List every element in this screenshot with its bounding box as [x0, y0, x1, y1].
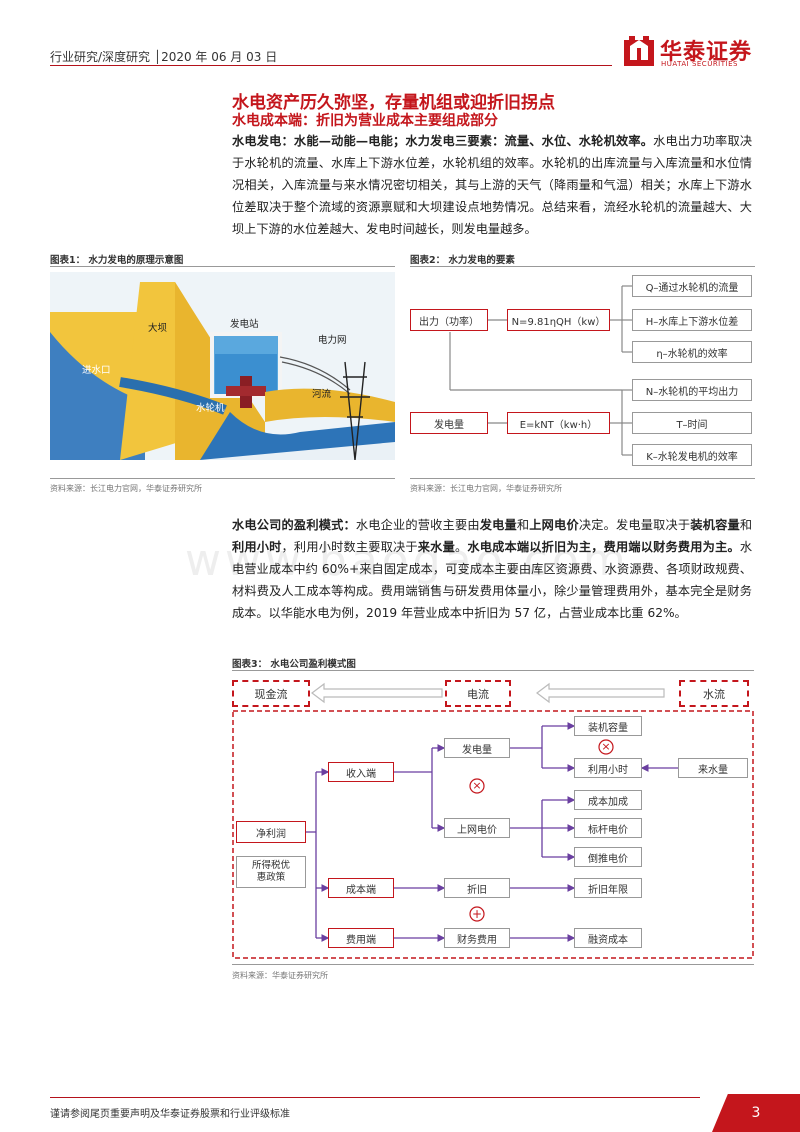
head-h-box: H–水库上下游水位差: [632, 309, 752, 331]
finance-fee-box: 财务费用: [444, 928, 510, 948]
para2-s2: 水电企业的营收主要由: [355, 518, 480, 532]
flow-q-box: Q–通过水轮机的流量: [632, 275, 752, 297]
fig3-title: 图表3： 水电公司盈利模式图: [232, 659, 356, 670]
fig2-connectors: [449, 285, 632, 456]
logo: 华泰证券 HUATAI SECURITIES: [624, 36, 764, 72]
para2-s8: 和: [739, 518, 753, 532]
footer-disclaimer: 谨请参阅尾页重要声明及华泰证券股票和行业评级标准: [50, 1109, 290, 1120]
energy-formula-box: E=kNT（kw·h）: [507, 412, 610, 434]
fig3-bottom-line: [232, 964, 754, 965]
revenue-box: 收入端: [328, 762, 394, 782]
fig1-bottom-line: [50, 478, 395, 479]
header-divider: [50, 65, 612, 66]
fig2-title-line: [410, 266, 755, 267]
label-dam: 大坝: [148, 323, 168, 334]
fig3-connectors: [232, 682, 754, 959]
para2-s12: 。: [454, 540, 468, 554]
price-box: 上网电价: [444, 818, 510, 838]
power-formula-box: N=9.81ηQH（kw）: [507, 309, 610, 331]
water-box: 来水量: [678, 758, 748, 778]
section-subtitle: 水电成本端：折旧为营业成本主要组成部分: [232, 113, 498, 129]
fig3-source: 资料来源：华泰证券研究所: [232, 971, 328, 980]
page-number: 3: [712, 1094, 800, 1132]
label-intake: 进水口: [82, 365, 111, 376]
efficiency-eta-box: η–水轮机的效率: [632, 341, 752, 363]
paragraph-profit-model: 水电公司的盈利模式：水电企业的营收主要由发电量和上网电价决定。发电量取决于装机容…: [232, 514, 752, 624]
para1-rest: 水电出力功率取决于水轮机的流量、水库上下游水位差，水轮机组的效率。水轮机的出库流…: [232, 134, 753, 236]
energy-box: 发电量: [410, 412, 488, 434]
backcalc-price-box: 倒推电价: [574, 847, 642, 867]
para2-s5: 上网电价: [529, 518, 579, 532]
times-sign-2: ×: [601, 740, 611, 753]
footer-divider: [50, 1097, 700, 1098]
fig3-diagram: × × + 现金流 电流 水流 净利润 所得税优 惠政策 收入端 成本端 费用端…: [232, 676, 754, 960]
para2-s6: 决定。发电量取决于: [578, 518, 691, 532]
label-river: 河流: [312, 389, 332, 400]
para2-s3: 发电量: [479, 518, 517, 532]
para1-bold: 水电发电：水能—动能—电能；水力发电三要素：流量、水位、水轮机效率。: [232, 134, 654, 148]
header-text: 行业研究/深度研究 │2020 年 06 月 03 日: [50, 50, 278, 64]
fig1-source: 资料来源：长江电力官网，华泰证券研究所: [50, 484, 202, 493]
label-turbine: 水轮机: [196, 403, 225, 414]
para2-s7: 装机容量: [690, 518, 740, 532]
huatai-logo-icon: [624, 36, 654, 66]
paragraph-hydro-principle: 水电发电：水能—动能—电能；水力发电三要素：流量、水位、水轮机效率。水电出力功率…: [232, 130, 752, 240]
para2-s14: 水电营业成本中约 60%+来自固定成本，可变成本主要由库区资源费、水资源费、各项…: [232, 540, 753, 620]
water-flow-box: 水流: [679, 680, 749, 707]
para2-s10: ，利用小时数主要取决于: [281, 540, 418, 554]
net-profit-box: 净利润: [236, 821, 306, 843]
generation-box: 发电量: [444, 738, 510, 758]
para2-s4: 和: [516, 518, 530, 532]
fig1-title: 图表1： 水力发电的原理示意图: [50, 255, 184, 266]
time-t-box: T–时间: [632, 412, 752, 434]
depreciation-box: 折旧: [444, 878, 510, 898]
times-sign-1: ×: [472, 779, 482, 792]
avg-output-n-box: N–水轮机的平均出力: [632, 379, 752, 401]
fig2-title: 图表2： 水力发电的要素: [410, 255, 515, 266]
expense-box: 费用端: [328, 928, 394, 948]
fig2-source: 资料来源：长江电力官网，华泰证券研究所: [410, 484, 562, 493]
para2-s9: 利用小时: [232, 540, 282, 554]
finance-cost-box: 融资成本: [574, 928, 642, 948]
fig1-illustration: 大坝 发电站 电力网 进水口 水轮机 河流: [50, 272, 395, 460]
fig1-title-line: [50, 266, 395, 267]
power-flow-box: 电流: [445, 680, 511, 707]
generator-k-box: K–水轮发电机的效率: [632, 444, 752, 466]
plus-sign: +: [471, 907, 483, 921]
logo-cn: 华泰证券: [660, 40, 753, 65]
watermark: www.baogao.com: [185, 535, 630, 586]
para2-lead: 水电公司的盈利模式：: [232, 518, 356, 532]
fig2-diagram: 出力（功率） N=9.81ηQH（kw） Q–通过水轮机的流量 H–水库上下游水…: [410, 268, 755, 473]
benchmark-price-box: 标杆电价: [574, 818, 642, 838]
power-box: 出力（功率）: [410, 309, 488, 331]
cost-box: 成本端: [328, 878, 394, 898]
para2-s11: 来水量: [417, 540, 455, 554]
dep-years-box: 折旧年限: [574, 878, 642, 898]
label-grid: 电力网: [318, 335, 347, 346]
label-station: 发电站: [230, 319, 259, 330]
section-title: 水电资产历久弥坚，存量机组或迎折旧拐点: [232, 93, 555, 113]
para2-s13: 水电成本端以折旧为主，费用端以财务费用为主。: [467, 540, 740, 554]
cashflow-box: 现金流: [232, 680, 310, 707]
logo-en: HUATAI SECURITIES: [661, 60, 738, 68]
fig3-title-line: [232, 670, 754, 671]
hours-box: 利用小时: [574, 758, 642, 778]
hydro-plant-illustration: [50, 272, 395, 460]
fig2-bottom-line: [410, 478, 755, 479]
capacity-box: 装机容量: [574, 716, 642, 736]
cost-plus-box: 成本加成: [574, 790, 642, 810]
tax-policy-box: 所得税优 惠政策: [236, 856, 306, 888]
